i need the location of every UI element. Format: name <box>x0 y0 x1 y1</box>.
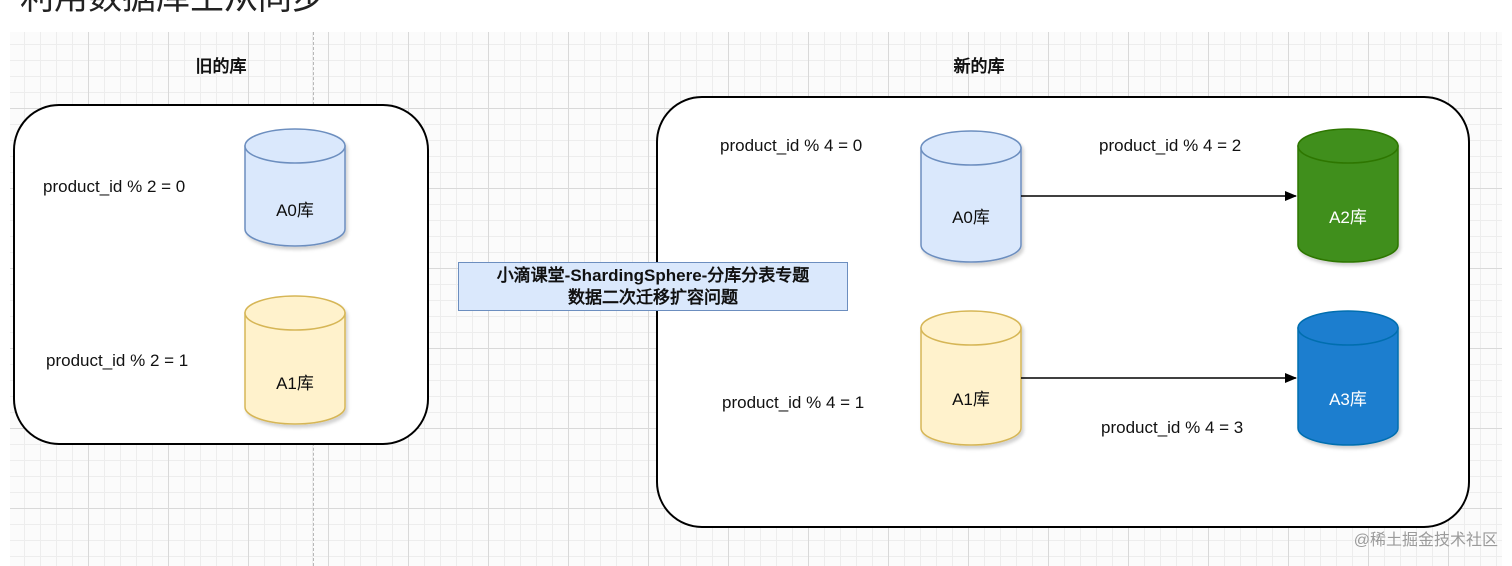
old-db-container[interactable] <box>13 104 429 445</box>
new-a1-cylinder-body <box>920 327 1022 446</box>
new-rule-mod4-eq0: product_id % 4 = 0 <box>720 136 863 155</box>
watermark-text: @稀土掘金技术社区 <box>1353 532 1498 549</box>
new-a1-cylinder-top <box>920 310 1022 346</box>
old-db-heading: 旧的库 <box>195 57 247 76</box>
new-a1-label: A1库 <box>952 390 990 409</box>
new-rule-mod4-eq2: product_id % 4 = 2 <box>1099 136 1242 155</box>
old-a1-database-cylinder[interactable]: A1库 <box>244 295 346 425</box>
old-a1-label: A1库 <box>276 374 314 393</box>
new-a2-cylinder-top <box>1297 128 1399 164</box>
old-rule-mod2-eq0: product_id % 2 = 0 <box>43 177 186 196</box>
new-a0-database-cylinder[interactable]: A0库 <box>920 130 1022 263</box>
new-a0-label: A0库 <box>952 208 990 227</box>
new-db-heading: 新的库 <box>953 57 1005 76</box>
banner-line-2: 数据二次迁移扩容问题 <box>568 287 738 307</box>
new-a3-cylinder-body <box>1297 327 1399 446</box>
old-a1-cylinder-body <box>244 312 346 425</box>
old-a1-cylinder-top <box>244 295 346 331</box>
new-a2-label: A2库 <box>1329 208 1367 227</box>
banner-line-1: 小滴课堂-ShardingSphere-分库分表专题 <box>496 265 810 285</box>
old-a0-database-cylinder[interactable]: A0库 <box>244 128 346 247</box>
new-a3-label: A3库 <box>1329 390 1367 409</box>
old-rule-mod2-eq1: product_id % 2 = 1 <box>46 351 189 370</box>
new-rule-mod4-eq1: product_id % 4 = 1 <box>722 393 865 412</box>
new-a2-database-cylinder[interactable]: A2库 <box>1297 128 1399 263</box>
new-a3-cylinder-top <box>1297 310 1399 346</box>
new-a0-cylinder-top <box>920 130 1022 166</box>
new-rule-mod4-eq3: product_id % 4 = 3 <box>1101 418 1244 437</box>
old-a0-cylinder-body <box>244 145 346 247</box>
course-banner[interactable]: 小滴课堂-ShardingSphere-分库分表专题 数据二次迁移扩容问题 <box>458 262 848 311</box>
new-a3-database-cylinder[interactable]: A3库 <box>1297 310 1399 446</box>
old-a0-label: A0库 <box>276 201 314 220</box>
new-a1-database-cylinder[interactable]: A1库 <box>920 310 1022 446</box>
old-a0-cylinder-top <box>244 128 346 164</box>
new-a0-cylinder-body <box>920 147 1022 263</box>
new-a2-cylinder-body <box>1297 145 1399 263</box>
page-title: 利用数据库主从同步 <box>20 0 326 18</box>
